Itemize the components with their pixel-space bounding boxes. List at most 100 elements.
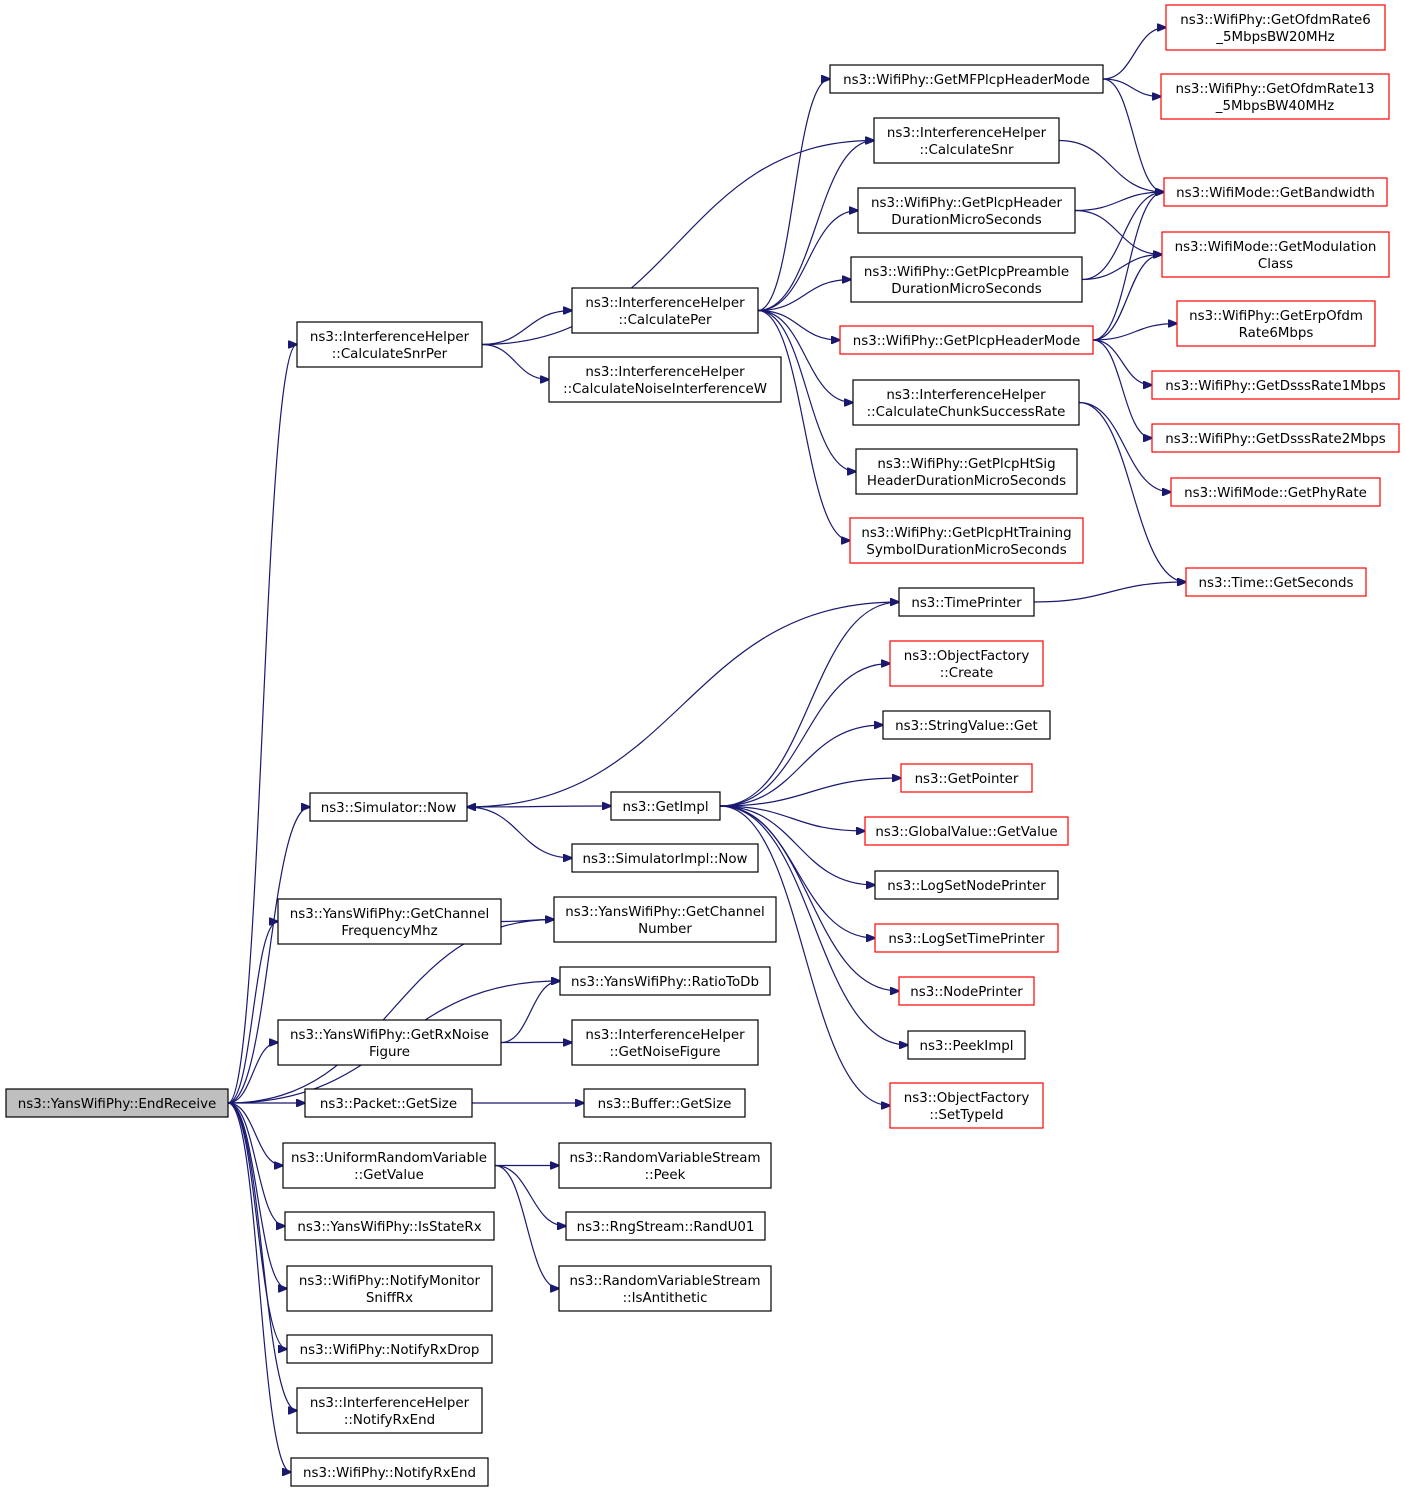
node-peek-impl[interactable]: ns3::PeekImpl — [907, 1030, 1026, 1060]
node-obj-factory-create[interactable]: ns3::ObjectFactory::Create — [889, 640, 1044, 687]
node-box — [583, 1088, 746, 1118]
node-calc-per[interactable]: ns3::InterferenceHelper::CalculatePer — [571, 287, 759, 334]
node-time-printer[interactable]: ns3::TimePrinter — [898, 587, 1035, 617]
node-get-plcp-preamble-dur[interactable]: ns3::WifiPhy::GetPlcpPreambleDurationMic… — [850, 256, 1083, 303]
node-get-ht-training[interactable]: ns3::WifiPhy::GetPlcpHtTrainingSymbolDur… — [849, 517, 1084, 564]
node-box — [571, 1019, 759, 1066]
node-label: ns3::NodePrinter — [910, 985, 1023, 1000]
node-get-noise-figure[interactable]: ns3::InterferenceHelper::GetNoiseFigure — [571, 1019, 759, 1066]
node-get-plcp-header-dur[interactable]: ns3::WifiPhy::GetPlcpHeaderDurationMicro… — [857, 187, 1076, 234]
node-box — [559, 966, 771, 996]
node-ofdm13-5[interactable]: ns3::WifiPhy::GetOfdmRate13_5MbpsBW40MHz — [1160, 73, 1390, 120]
node-label: ns3::WifiMode::GetModulation — [1175, 240, 1377, 255]
node-label: ::CalculateSnrPer — [332, 347, 448, 362]
node-get-phy-rate[interactable]: ns3::WifiMode::GetPhyRate — [1170, 477, 1381, 507]
call-edge — [719, 778, 901, 807]
node-obj-factory-set-type-id[interactable]: ns3::ObjectFactory::SetTypeId — [889, 1082, 1044, 1129]
node-box — [571, 287, 759, 334]
node-calc-snr[interactable]: ns3::InterferenceHelper::CalculateSnr — [873, 117, 1060, 164]
node-box — [610, 791, 721, 821]
node-get-plcp-header-mode[interactable]: ns3::WifiPhy::GetPlcpHeaderMode — [839, 325, 1094, 355]
node-get-pointer[interactable]: ns3::GetPointer — [900, 763, 1033, 793]
nodes-layer: ns3::YansWifiPhy::EndReceivens3::Interfe… — [5, 4, 1400, 1487]
call-edge — [719, 805, 899, 991]
node-sim-now[interactable]: ns3::Simulator::Now — [309, 792, 468, 822]
node-box — [882, 710, 1051, 740]
node-label: ns3::ObjectFactory — [904, 1091, 1030, 1106]
node-label: Rate6Mbps — [1239, 326, 1314, 341]
node-box — [1170, 477, 1381, 507]
node-label: ns3::WifiMode::GetBandwidth — [1176, 186, 1375, 201]
node-sim-impl-now[interactable]: ns3::SimulatorImpl::Now — [571, 843, 759, 873]
node-end-receive[interactable]: ns3::YansWifiPhy::EndReceive — [5, 1088, 229, 1118]
node-string-value-get[interactable]: ns3::StringValue::Get — [882, 710, 1051, 740]
node-box — [558, 1142, 772, 1189]
node-rvs-peek[interactable]: ns3::RandomVariableStream::Peek — [558, 1142, 772, 1189]
node-get-bandwidth[interactable]: ns3::WifiMode::GetBandwidth — [1163, 177, 1388, 207]
node-buffer-get-size[interactable]: ns3::Buffer::GetSize — [583, 1088, 746, 1118]
call-edge — [757, 309, 850, 541]
node-get-impl[interactable]: ns3::GetImpl — [610, 791, 721, 821]
call-edge — [719, 725, 883, 807]
node-label: ns3::WifiPhy::NotifyRxEnd — [303, 1466, 476, 1481]
node-is-state-rx[interactable]: ns3::YansWifiPhy::IsStateRx — [284, 1211, 495, 1241]
node-label: ::NotifyRxEnd — [344, 1413, 435, 1428]
node-box — [277, 898, 502, 945]
node-get-ht-sig[interactable]: ns3::WifiPhy::GetPlcpHtSigHeaderDuration… — [855, 448, 1078, 495]
node-label: ns3::PeekImpl — [919, 1039, 1013, 1054]
node-time-get-seconds[interactable]: ns3::Time::GetSeconds — [1185, 567, 1367, 597]
node-calc-noise-int-w[interactable]: ns3::InterferenceHelper::CalculateNoiseI… — [548, 356, 782, 403]
call-edge — [1102, 78, 1164, 192]
node-ofdm6-5[interactable]: ns3::WifiPhy::GetOfdmRate6_5MbpsBW20MHz — [1165, 4, 1386, 51]
node-box — [900, 763, 1033, 793]
node-ratio-to-db[interactable]: ns3::YansWifiPhy::RatioToDb — [559, 966, 771, 996]
node-box — [1151, 423, 1400, 453]
node-calc-snr-per[interactable]: ns3::InterferenceHelper::CalculateSnrPer — [296, 321, 483, 368]
node-notify-rx-drop[interactable]: ns3::WifiPhy::NotifyRxDrop — [286, 1334, 493, 1364]
node-label: ns3::WifiPhy::NotifyRxDrop — [300, 1343, 480, 1358]
node-rand-u01[interactable]: ns3::RngStream::RandU01 — [565, 1211, 766, 1241]
node-box — [1161, 231, 1390, 278]
call-edge — [1033, 582, 1186, 603]
node-log-set-time-printer[interactable]: ns3::LogSetTimePrinter — [874, 923, 1059, 953]
node-label: ns3::WifiPhy::GetDsssRate1Mbps — [1165, 379, 1386, 394]
node-label: ns3::WifiPhy::GetPlcpHeaderMode — [853, 334, 1080, 349]
node-label: ns3::Time::GetSeconds — [1199, 576, 1354, 591]
node-calc-chunk[interactable]: ns3::InterferenceHelper::CalculateChunkS… — [852, 379, 1080, 426]
call-edge — [227, 1043, 278, 1104]
node-dsss2[interactable]: ns3::WifiPhy::GetDsssRate2Mbps — [1151, 423, 1400, 453]
node-label: ns3::ObjectFactory — [904, 649, 1030, 664]
node-label: DurationMicroSeconds — [891, 282, 1041, 297]
node-label: Number — [638, 922, 692, 937]
node-global-value-get[interactable]: ns3::GlobalValue::GetValue — [864, 816, 1069, 846]
node-node-printer[interactable]: ns3::NodePrinter — [898, 976, 1035, 1006]
node-box — [898, 976, 1035, 1006]
node-uniform-get-value[interactable]: ns3::UniformRandomVariable::GetValue — [282, 1142, 496, 1189]
node-label: ns3::WifiPhy::GetPlcpPreamble — [864, 265, 1069, 280]
node-box — [290, 1457, 489, 1487]
node-label: ns3::GlobalValue::GetValue — [875, 825, 1057, 840]
node-label: ns3::InterferenceHelper — [310, 1396, 470, 1411]
node-box — [849, 517, 1084, 564]
node-box — [874, 870, 1059, 900]
node-dsss1[interactable]: ns3::WifiPhy::GetDsssRate1Mbps — [1151, 370, 1400, 400]
node-label: ns3::WifiMode::GetPhyRate — [1184, 486, 1367, 501]
node-get-m-f-plcp[interactable]: ns3::WifiPhy::GetMFPlcpHeaderMode — [829, 64, 1104, 94]
node-label: ns3::WifiPhy::GetOfdmRate6 — [1180, 13, 1371, 28]
node-box — [1151, 370, 1400, 400]
call-edge — [757, 141, 874, 312]
node-is-antithetic[interactable]: ns3::RandomVariableStream::IsAntithetic — [558, 1265, 772, 1312]
node-label: ns3::WifiPhy::GetOfdmRate13 — [1175, 82, 1374, 97]
node-wp-notify-rx-end[interactable]: ns3::WifiPhy::NotifyRxEnd — [290, 1457, 489, 1487]
node-label: ns3::InterferenceHelper — [585, 1028, 745, 1043]
node-log-set-node-printer[interactable]: ns3::LogSetNodePrinter — [874, 870, 1059, 900]
node-packet-get-size[interactable]: ns3::Packet::GetSize — [304, 1088, 473, 1118]
node-ih-notify-rx-end[interactable]: ns3::InterferenceHelper::NotifyRxEnd — [296, 1387, 483, 1434]
call-edge — [1092, 255, 1162, 341]
